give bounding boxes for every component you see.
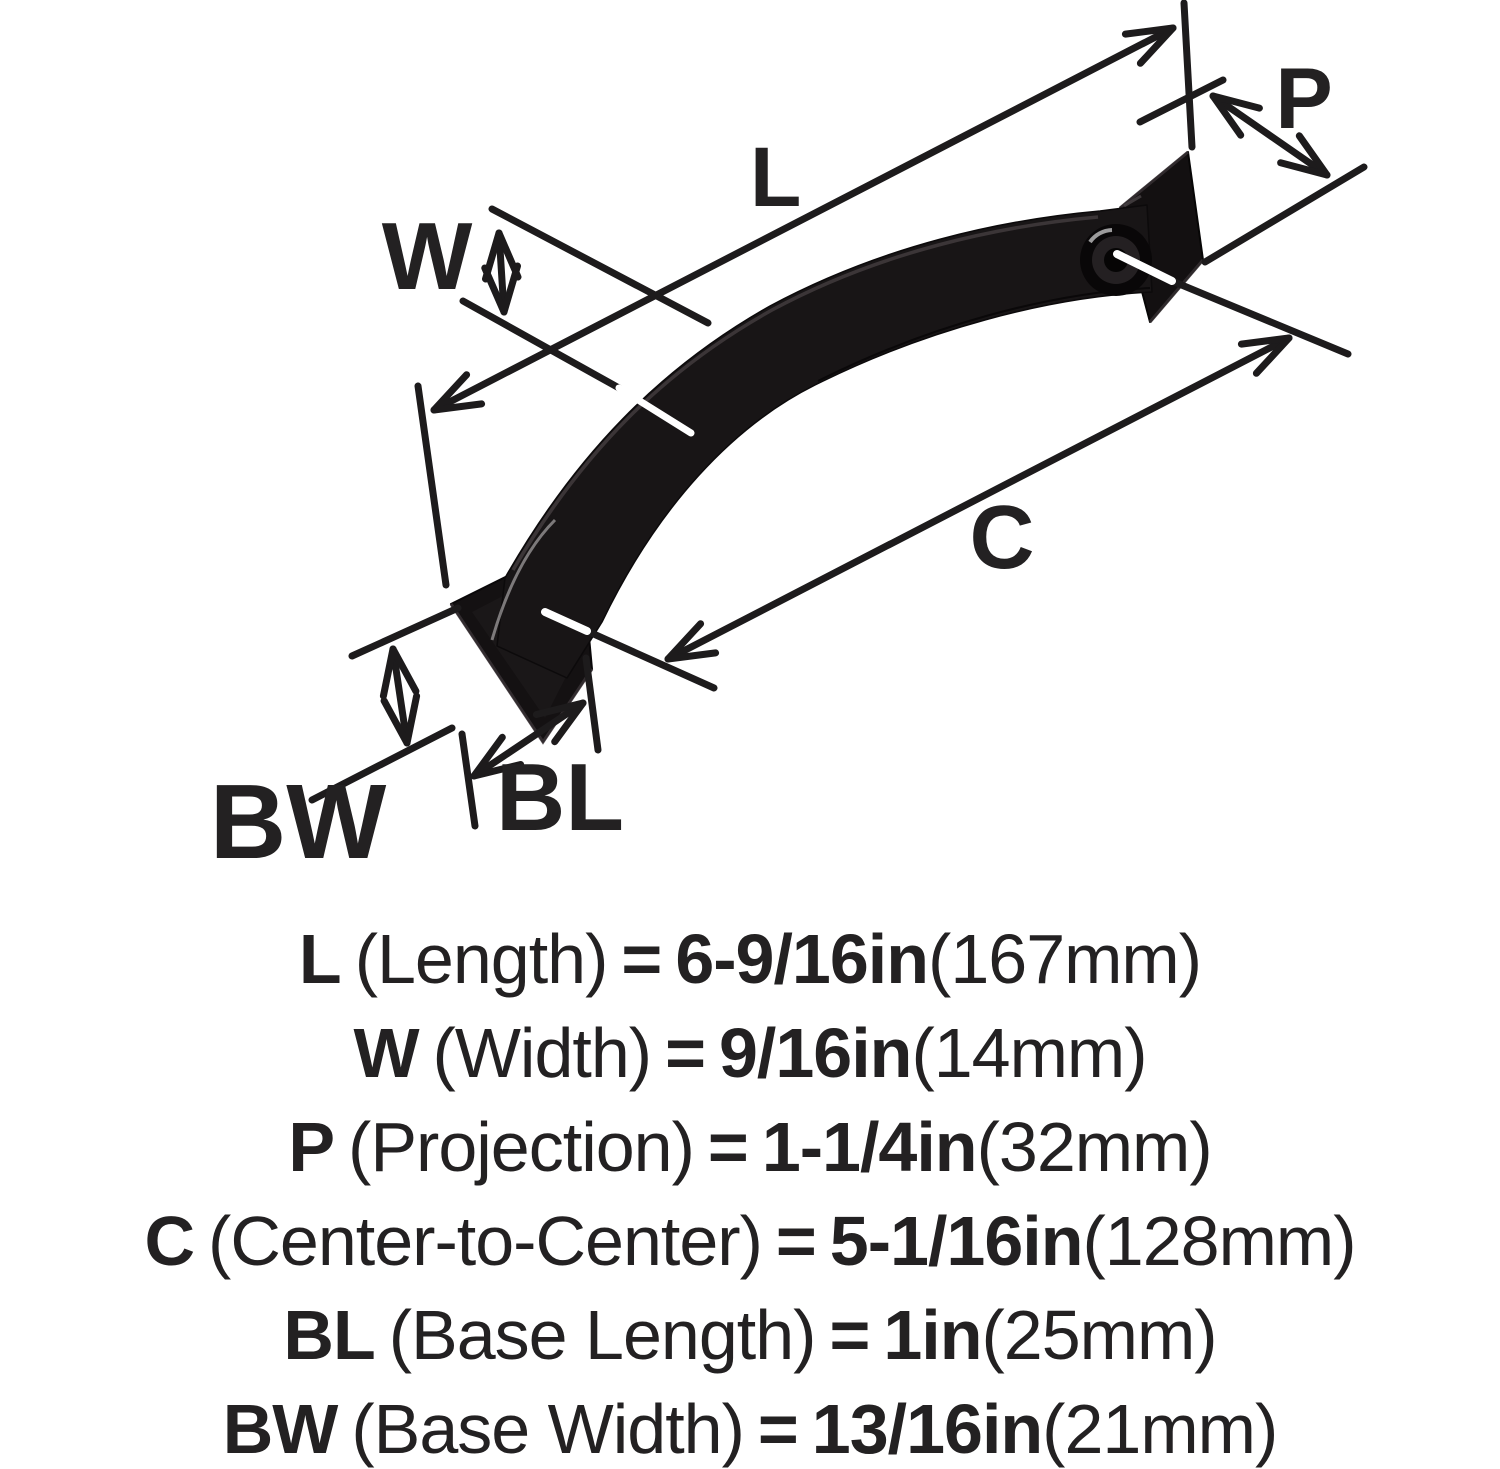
arrowhead [380, 692, 421, 747]
equals-sign: = [775, 1202, 817, 1280]
spec-value: 1in [883, 1296, 982, 1374]
spec-label: L [298, 920, 342, 998]
guide-line [308, 724, 456, 804]
spec-value: 9/16in [718, 1014, 912, 1092]
guide-line [1136, 76, 1227, 126]
spec-name: (Base Length) [388, 1296, 817, 1374]
spec-value: 1-1/4in [761, 1108, 978, 1186]
dimension-line-BL [458, 654, 602, 830]
arrowhead [664, 620, 720, 663]
spec-list: L(Length)=6-9/16in(167mm) W(Width)=9/16i… [0, 912, 1500, 1469]
c-extension-over-right-boss [1113, 250, 1176, 285]
spec-metric: (21mm) [1042, 1390, 1278, 1468]
arrowhead [1209, 92, 1263, 139]
equals-sign: = [707, 1108, 749, 1186]
guide-line [1201, 163, 1368, 266]
white-overlay-segments [541, 250, 1176, 635]
spec-label: BL [283, 1296, 375, 1374]
spec-row-projection: P(Projection)=1-1/4in(32mm) [0, 1100, 1500, 1194]
extension-line [414, 382, 450, 589]
equals-sign: = [757, 1390, 799, 1468]
spec-label: W [353, 1014, 419, 1092]
handle-diagram-svg: L W P C BW BL [210, 0, 1368, 881]
spec-metric: (32mm) [976, 1108, 1213, 1186]
spec-name: (Base Width) [351, 1390, 745, 1468]
spec-label: P [288, 1108, 335, 1186]
spec-row-base-length: BL(Base Length)=1in(25mm) [0, 1288, 1500, 1382]
label-base-width: BW [210, 763, 387, 881]
spec-metric: (25mm) [981, 1296, 1217, 1374]
equals-sign: = [621, 920, 662, 998]
spec-metric: (128mm) [1082, 1202, 1356, 1280]
pull-handle-illustration [449, 150, 1205, 745]
bar-top-bevel [511, 215, 1099, 571]
spec-name: (Center-to-Center) [208, 1202, 763, 1280]
foot-highlight [490, 518, 557, 641]
w-guide-over-bar [615, 384, 695, 437]
right-screw-boss [1080, 224, 1152, 296]
dimension-line-W [459, 205, 712, 392]
label-width: W [382, 203, 473, 310]
spec-value: 13/16in [811, 1390, 1043, 1468]
arrowhead [1237, 334, 1293, 377]
spec-row-width: W(Width)=9/16in(14mm) [0, 1006, 1500, 1100]
plate-stamp-marking [1123, 194, 1142, 208]
spec-value: 6-9/16in [675, 920, 929, 998]
label-center-to-center: C [970, 488, 1035, 588]
extension-line [1168, 277, 1352, 358]
dimension-line-P [1136, 76, 1368, 266]
label-projection: P [1275, 51, 1332, 147]
spec-name: (Projection) [348, 1108, 695, 1186]
spec-value: 5-1/16in [829, 1202, 1084, 1280]
guide-line [348, 604, 462, 660]
spec-metric: (167mm) [928, 920, 1202, 998]
guide-line [458, 730, 479, 830]
handle-bar [490, 204, 1153, 679]
spec-name: (Length) [354, 920, 609, 998]
boss-highlight [1088, 228, 1113, 244]
spec-row-length: L(Length)=6-9/16in(167mm) [0, 912, 1500, 1006]
dimension-line-C [583, 277, 1352, 692]
arrowhead [379, 645, 420, 700]
guide-line [459, 297, 623, 392]
dimension-line-L [414, 0, 1196, 589]
equals-sign: = [665, 1014, 706, 1092]
c-extension-over-left-boss [541, 608, 591, 635]
label-length: L [750, 130, 801, 224]
extension-line [1180, 0, 1196, 151]
guide-line [582, 654, 602, 754]
spec-row-center-to-center: C(Center-to-Center)=5-1/16in(128mm) [0, 1194, 1500, 1288]
spec-row-base-width: BW(Base Width)=13/16in(21mm) [0, 1382, 1500, 1469]
spec-label: C [144, 1202, 195, 1280]
dimension-line-BW [308, 604, 462, 804]
guide-line [488, 205, 712, 327]
arrowhead [430, 371, 486, 414]
spec-name: (Width) [432, 1014, 653, 1092]
arrowhead [481, 262, 521, 316]
arrowhead [470, 733, 525, 780]
label-base-length: BL [496, 744, 624, 851]
dimension-linework [308, 0, 1368, 830]
arrowhead [1121, 24, 1177, 67]
arrowhead [532, 699, 587, 746]
arrowhead [1277, 132, 1331, 179]
equals-sign: = [829, 1296, 870, 1374]
spec-label: BW [222, 1390, 339, 1468]
extension-line [583, 627, 718, 692]
spec-metric: (14mm) [911, 1014, 1147, 1092]
